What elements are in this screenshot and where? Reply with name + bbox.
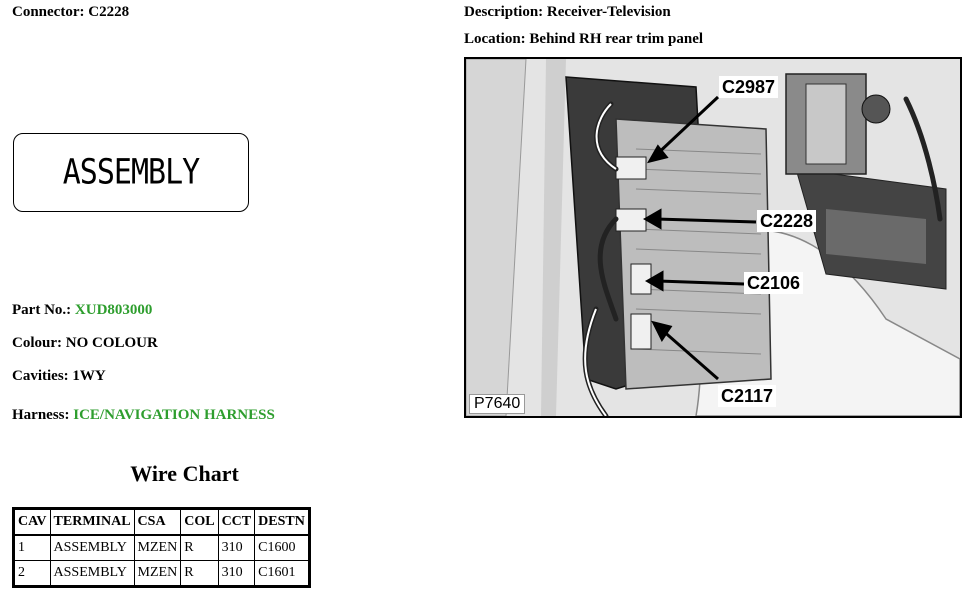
- cell-cav: 1: [13, 534, 51, 561]
- connector-value: C2228: [88, 4, 130, 20]
- cell-terminal: ASSEMBLY: [49, 560, 135, 587]
- connector-label: Connector:: [12, 4, 85, 20]
- callout-c2228: C2228: [757, 210, 817, 232]
- harness-line: Harness: ICE/NAVIGATION HARNESS: [12, 407, 275, 424]
- cell-destn: C1600: [254, 534, 310, 561]
- part-no-line: Part No.: XUD803000: [12, 302, 152, 319]
- cell-terminal: ASSEMBLY: [49, 534, 135, 561]
- wire-chart-header-row: CAV TERMINAL CSA COL CCT DESTN: [13, 508, 310, 536]
- header-destn: DESTN: [254, 508, 310, 536]
- header-cav: CAV: [13, 508, 51, 536]
- header-col: COL: [180, 508, 219, 536]
- part-no-value[interactable]: XUD803000: [74, 302, 153, 318]
- part-no-label: Part No.:: [12, 302, 72, 318]
- table-row: 1 ASSEMBLY MZEN R 310 C1600: [13, 534, 310, 561]
- cavities-label: Cavities:: [12, 368, 69, 384]
- callout-c2987: C2987: [719, 76, 779, 98]
- header-csa: CSA: [133, 508, 182, 536]
- cell-col: R: [180, 534, 219, 561]
- figure-id: P7640: [469, 394, 526, 414]
- location-figure: C2987 C2228 C2106 C2117 P7640: [464, 57, 962, 418]
- cavities-value: 1WY: [72, 368, 106, 384]
- cell-csa: MZEN: [133, 560, 182, 587]
- harness-label: Harness:: [12, 407, 70, 423]
- cell-destn: C1601: [254, 560, 310, 587]
- location-illustration: [466, 59, 960, 416]
- description-line: Description: Receiver-Television: [464, 4, 671, 21]
- cell-col: R: [180, 560, 219, 587]
- assembly-box-text: ASSEMBLY: [62, 152, 200, 193]
- cavities-line: Cavities: 1WY: [12, 368, 106, 385]
- callout-c2106: C2106: [744, 272, 804, 294]
- cell-cav: 2: [13, 560, 51, 587]
- location-value: Behind RH rear trim panel: [529, 31, 704, 47]
- cell-csa: MZEN: [133, 534, 182, 561]
- description-value: Receiver-Television: [546, 4, 671, 20]
- connector-line: Connector: C2228: [12, 4, 129, 21]
- header-cct: CCT: [217, 508, 256, 536]
- cell-cct: 310: [217, 560, 256, 587]
- wire-chart-table: CAV TERMINAL CSA COL CCT DESTN 1 ASSEMBL…: [12, 507, 311, 588]
- location-label: Location:: [464, 31, 526, 47]
- connector-face-box: ASSEMBLY: [13, 133, 249, 212]
- header-terminal: TERMINAL: [49, 508, 135, 536]
- cell-cct: 310: [217, 534, 256, 561]
- colour-line: Colour: NO COLOUR: [12, 335, 158, 352]
- colour-value: NO COLOUR: [65, 335, 158, 351]
- location-line: Location: Behind RH rear trim panel: [464, 31, 703, 48]
- description-label: Description:: [464, 4, 544, 20]
- table-row: 2 ASSEMBLY MZEN R 310 C1601: [13, 560, 310, 587]
- harness-value[interactable]: ICE/NAVIGATION HARNESS: [73, 407, 275, 423]
- colour-label: Colour:: [12, 335, 62, 351]
- wire-chart-title: Wire Chart: [130, 461, 239, 486]
- callout-c2117: C2117: [718, 385, 777, 407]
